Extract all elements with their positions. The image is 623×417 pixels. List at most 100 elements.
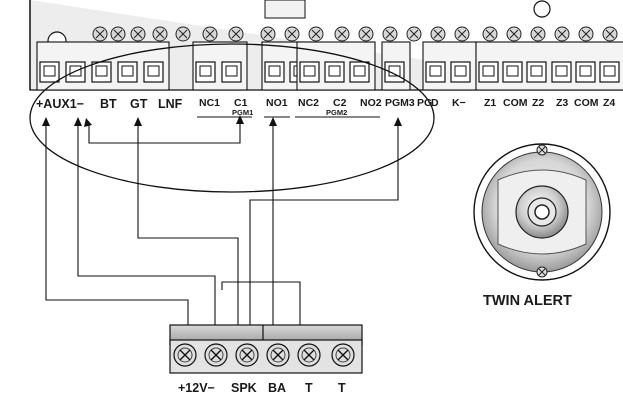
device-name-label: TWIN ALERT	[483, 293, 572, 309]
terminal-clamp-slot	[147, 65, 160, 77]
terminal-clamp-slot	[579, 65, 592, 77]
wiring	[42, 115, 402, 341]
siren-screw-ring	[208, 347, 224, 363]
siren-screw-slot	[210, 349, 222, 361]
arrow-no1	[269, 117, 277, 126]
terminal-clamp-slot	[603, 65, 616, 77]
terminal-clamp-slot	[303, 65, 316, 77]
panel-screw-slot	[95, 29, 105, 39]
panel-terminal-block	[36, 26, 623, 91]
siren-label-12v: +12V−	[178, 381, 215, 395]
terminal-clamp-slot	[199, 65, 212, 77]
terminal-label-z1: Z1	[484, 97, 496, 109]
siren-label-t1: T	[305, 381, 313, 395]
terminal-label-no2: NO2	[360, 97, 382, 109]
terminal-label-com1: COM	[503, 97, 528, 109]
wire-aux-minus	[77, 120, 216, 341]
siren-screw-slot	[179, 349, 191, 361]
terminal-label-kplus: D	[431, 97, 439, 109]
siren-label-spk: SPK	[231, 381, 257, 395]
panel-screw-slot	[581, 29, 591, 39]
terminal-label-aux1: +AUX1−	[36, 97, 84, 111]
wire-aux-to-c1	[88, 118, 241, 144]
siren-screw-slot	[303, 349, 315, 361]
terminal-clamp-slot	[268, 65, 281, 77]
siren-terminal-labels: +12V− SPK BA T T	[178, 381, 346, 395]
siren-screw-ring	[301, 347, 317, 363]
panel-screw-slot	[605, 29, 615, 39]
terminal-label-pg: PG	[417, 97, 432, 109]
panel-screw-slot	[311, 29, 321, 39]
arrow-gt	[134, 117, 142, 126]
terminal-clamp-slot	[121, 65, 134, 77]
terminal-clamp-slot	[454, 65, 467, 77]
twin-alert-device	[473, 143, 611, 281]
panel-screw-slot	[113, 29, 123, 39]
terminal-group-6	[475, 41, 623, 91]
terminal-label-no1: NO1	[266, 97, 288, 109]
terminal-clamp-slot	[328, 65, 341, 77]
terminal-label-kminus: K−	[452, 97, 466, 109]
terminal-label-lnf: LNF	[158, 97, 183, 111]
terminal-label-z3: Z3	[556, 97, 568, 109]
siren-screw-ring	[239, 347, 255, 363]
siren-screws	[173, 343, 355, 367]
terminal-label-c2: C2	[333, 97, 347, 109]
terminal-label-z2: Z2	[532, 97, 544, 109]
panel-screw-slot	[231, 29, 241, 39]
panel-screw-slot	[287, 29, 297, 39]
panel-screw-slot	[433, 29, 443, 39]
terminal-label-c1: C1	[234, 97, 248, 109]
panel-screw-slot	[178, 29, 188, 39]
siren-screw-slot	[272, 349, 284, 361]
siren-screw-slot	[337, 349, 349, 361]
magnifier-ellipse	[29, 43, 435, 193]
terminal-clamp-slot	[429, 65, 442, 77]
wire-pgm3	[249, 120, 399, 341]
terminal-label-com2: COM	[574, 97, 599, 109]
wire-aux-plus	[45, 120, 189, 341]
siren-screw-slot	[241, 349, 253, 361]
group-label-pgm2: PGM2	[326, 108, 347, 117]
panel-screw-slot	[485, 29, 495, 39]
terminal-clamp-slot	[506, 65, 519, 77]
terminal-clamp-slot	[555, 65, 568, 77]
siren-screw-ring	[177, 347, 193, 363]
panel-screw-slot	[263, 29, 273, 39]
panel-screw-slot	[409, 29, 419, 39]
arrow-pgm3	[394, 117, 402, 126]
terminal-label-bt: BT	[100, 97, 117, 111]
panel-screw-slot	[509, 29, 519, 39]
siren-screw-ring	[335, 347, 351, 363]
group-label-pgm1: PGM1	[232, 108, 253, 117]
panel-screw-slot	[557, 29, 567, 39]
arrow-aux-jumper	[84, 118, 92, 127]
mounting-hole-right	[533, 0, 551, 18]
panel-screw-slot	[361, 29, 371, 39]
panel-screw-slot	[457, 29, 467, 39]
terminal-clamp-slot	[225, 65, 238, 77]
panel-screw-slot	[205, 29, 215, 39]
terminal-label-pgm3: PGM3	[385, 97, 415, 109]
wire-gt	[137, 120, 239, 341]
panel-screw-slot	[133, 29, 143, 39]
siren-label-ba: BA	[268, 381, 286, 395]
terminal-clamp-slot	[95, 65, 108, 77]
terminal-label-nc1: NC1	[199, 97, 220, 109]
terminal-label-nc2: NC2	[298, 97, 319, 109]
wire-t-jumper	[221, 281, 301, 341]
siren-screw-ring	[270, 347, 286, 363]
terminal-clamp-slot	[530, 65, 543, 77]
terminal-label-gt: GT	[130, 97, 148, 111]
alarm-panel-board	[29, 0, 623, 91]
panel-screw-slot	[533, 29, 543, 39]
terminal-clamp-slot	[353, 65, 366, 77]
arrow-c1	[236, 115, 244, 124]
terminal-clamp-slot	[43, 65, 56, 77]
panel-screw-slot	[337, 29, 347, 39]
siren-terminal-block	[169, 324, 363, 374]
panel-terminal-labels: +AUX1− BT GT LNF NC1 C1 PGM1 NO1 NC2 C2 …	[36, 97, 615, 118]
panel-screw-slot	[155, 29, 165, 39]
arrow-aux-plus	[42, 117, 50, 126]
